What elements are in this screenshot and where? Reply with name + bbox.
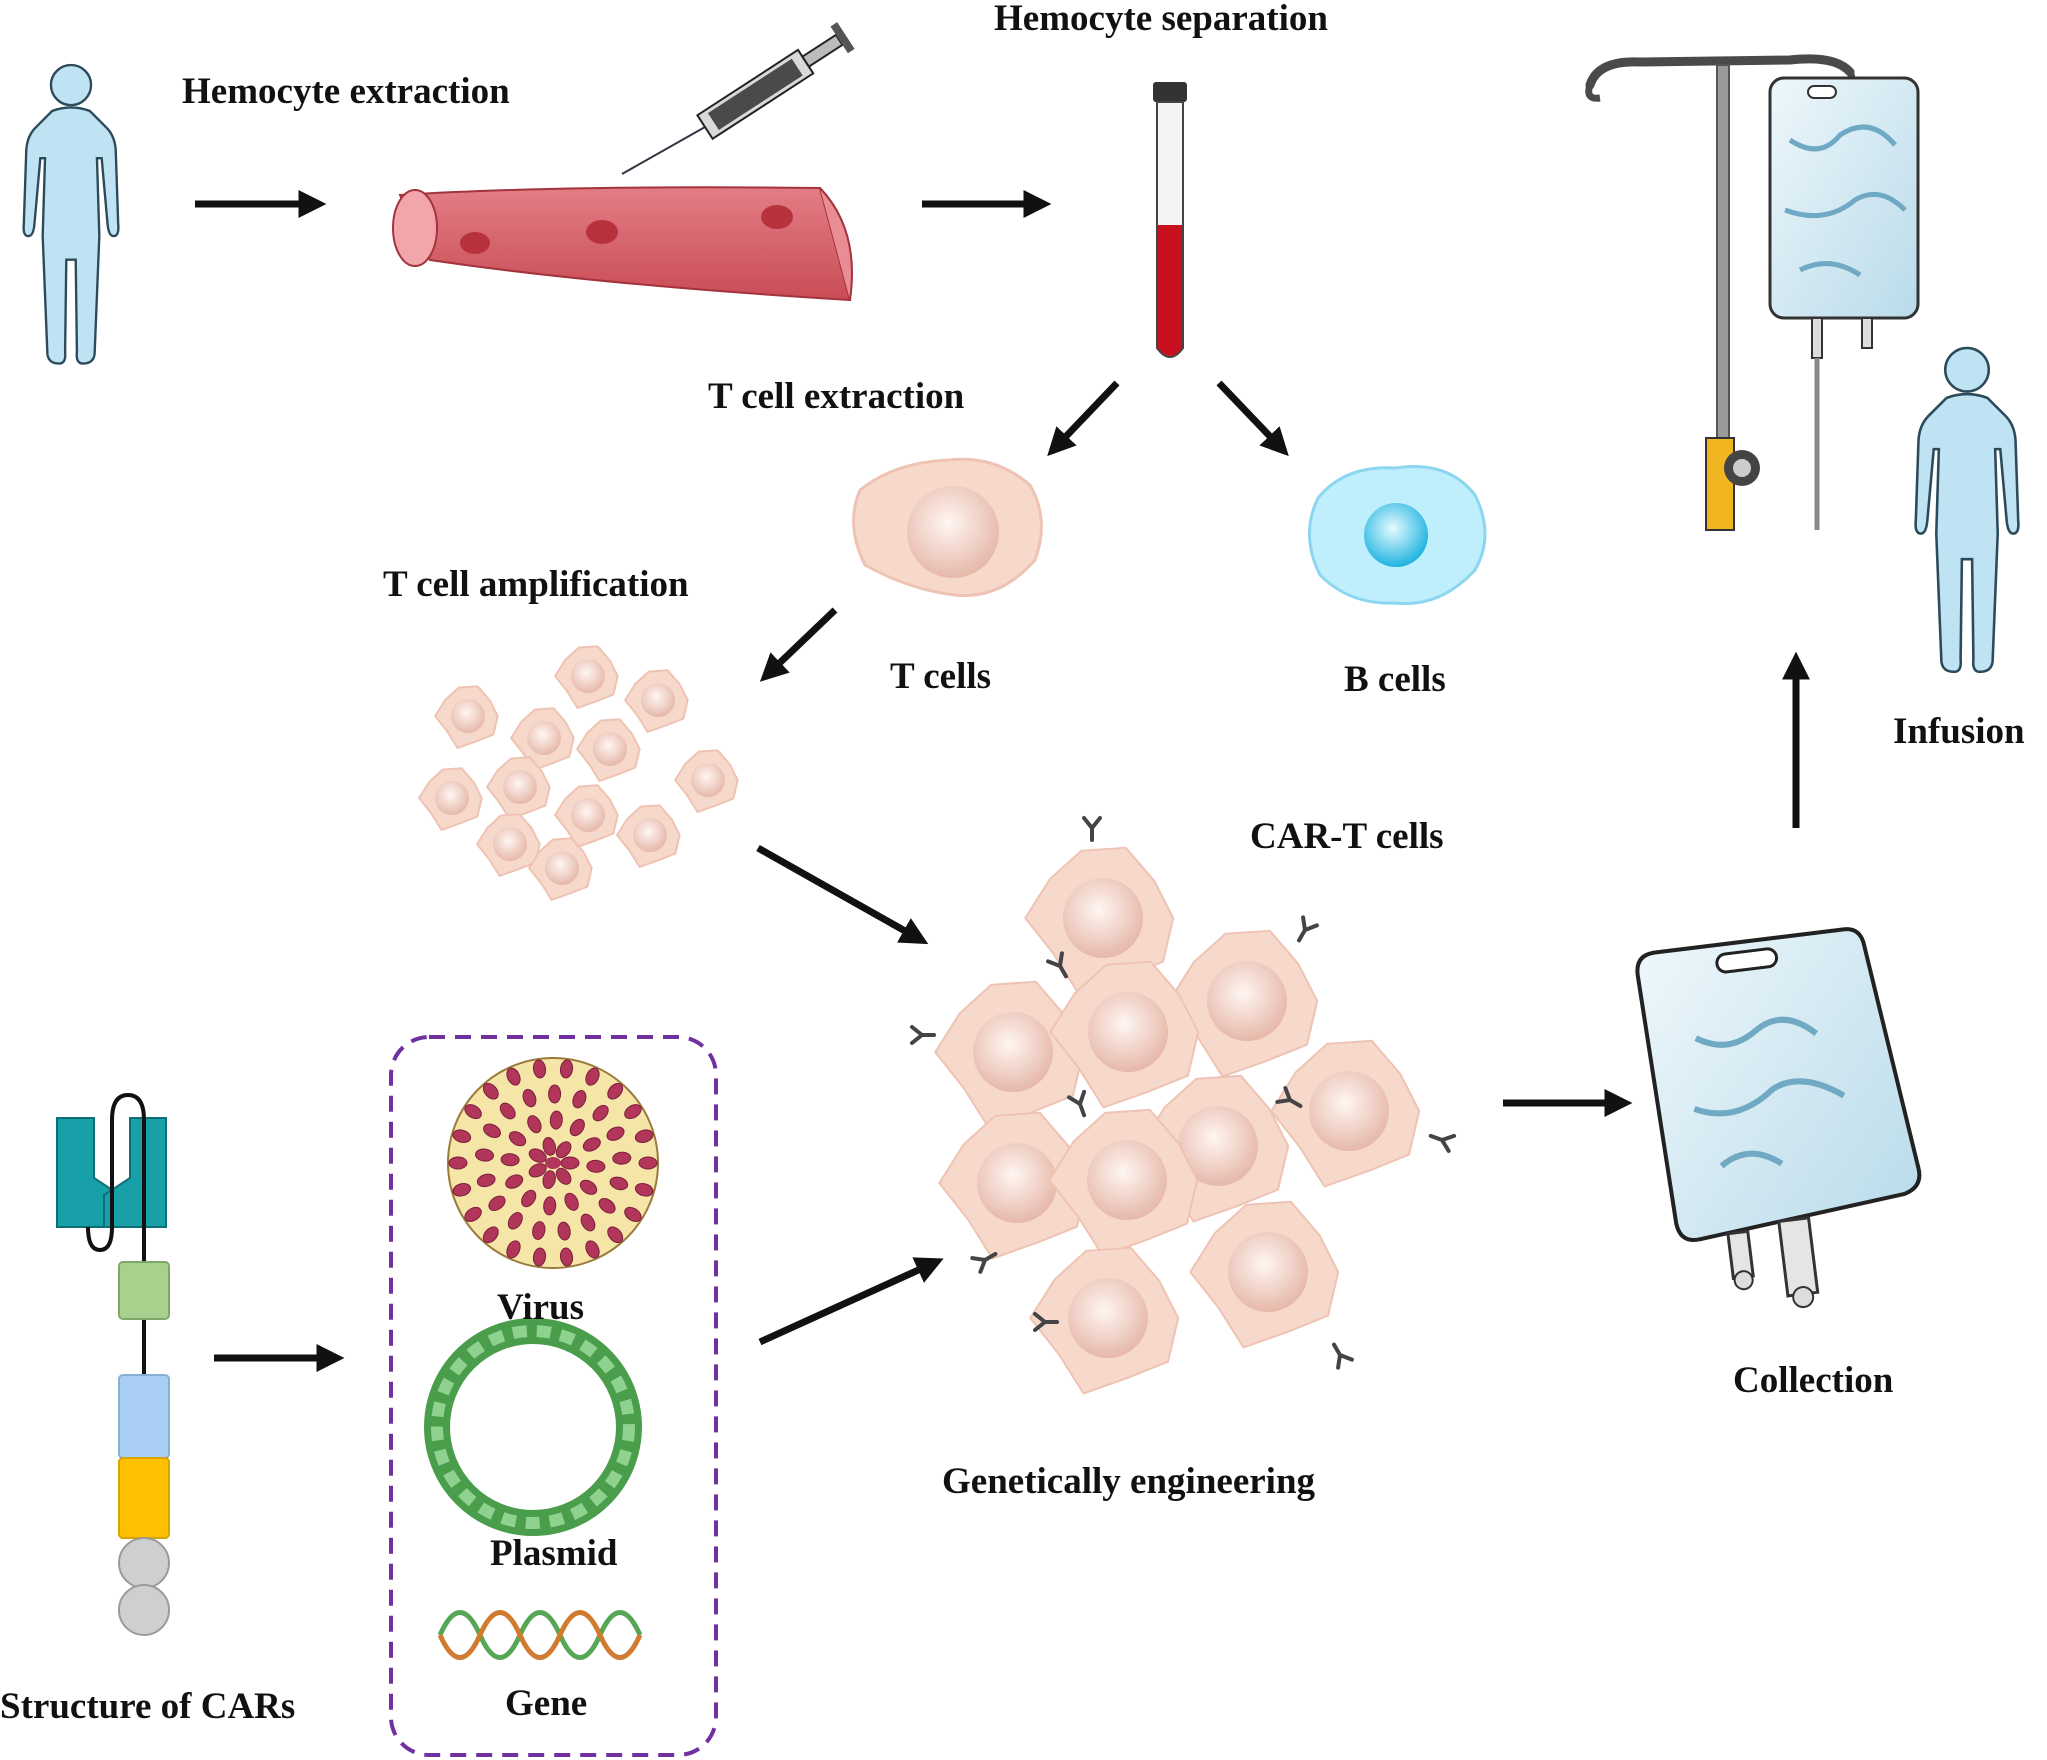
label-infusion: Infusion: [1893, 711, 2025, 752]
vector-box: [389, 1035, 718, 1757]
collection-bag-icon: [1635, 927, 1922, 1309]
arrow-to-amplification: [759, 607, 838, 682]
label-car-t-cells: CAR-T cells: [1250, 816, 1444, 857]
label-structure-of-cars: Structure of CARs: [0, 1686, 296, 1727]
syringe-icon: [621, 22, 855, 175]
car-t-cells-icon: [910, 816, 1457, 1395]
label-t-cell-amplification: T cell amplification: [383, 564, 689, 605]
label-plasmid: Plasmid: [490, 1533, 618, 1574]
label-gene: Gene: [505, 1683, 588, 1724]
t-cell-cluster-icon: [417, 645, 739, 902]
arrow-to-t-cell: [1047, 380, 1120, 457]
car-structure-icon: [56, 1092, 170, 1636]
iv-bag-icon: [1768, 76, 1920, 530]
dna-gene-icon: [437, 1610, 643, 1660]
label-genetically-engineering: Genetically engineering: [942, 1461, 1316, 1502]
blood-vessel-icon: [392, 186, 853, 302]
arrow-cluster-to-car-t: [756, 844, 929, 945]
label-t-cell-extraction: T cell extraction: [708, 376, 965, 417]
patient-silhouette-icon: [1914, 346, 2020, 674]
human-silhouette-icon: [22, 63, 120, 365]
b-cell-icon: [1308, 465, 1487, 606]
label-collection: Collection: [1733, 1360, 1894, 1401]
virus-icon: [447, 1057, 659, 1269]
t-cell-icon: [852, 457, 1043, 598]
arrow-vectors-to-car-t: [758, 1257, 944, 1346]
label-hemocyte-extraction: Hemocyte extraction: [182, 71, 510, 112]
label-virus: Virus: [497, 1287, 585, 1328]
test-tube-icon: [1153, 82, 1187, 358]
plasmid-icon: [424, 1318, 642, 1536]
arrow-to-b-cell: [1216, 380, 1289, 457]
label-hemocyte-separation: Hemocyte separation: [994, 0, 1328, 39]
label-b-cells: B cells: [1344, 659, 1446, 700]
label-t-cells: T cells: [890, 656, 992, 697]
iv-stand-icon: [1585, 54, 1856, 531]
